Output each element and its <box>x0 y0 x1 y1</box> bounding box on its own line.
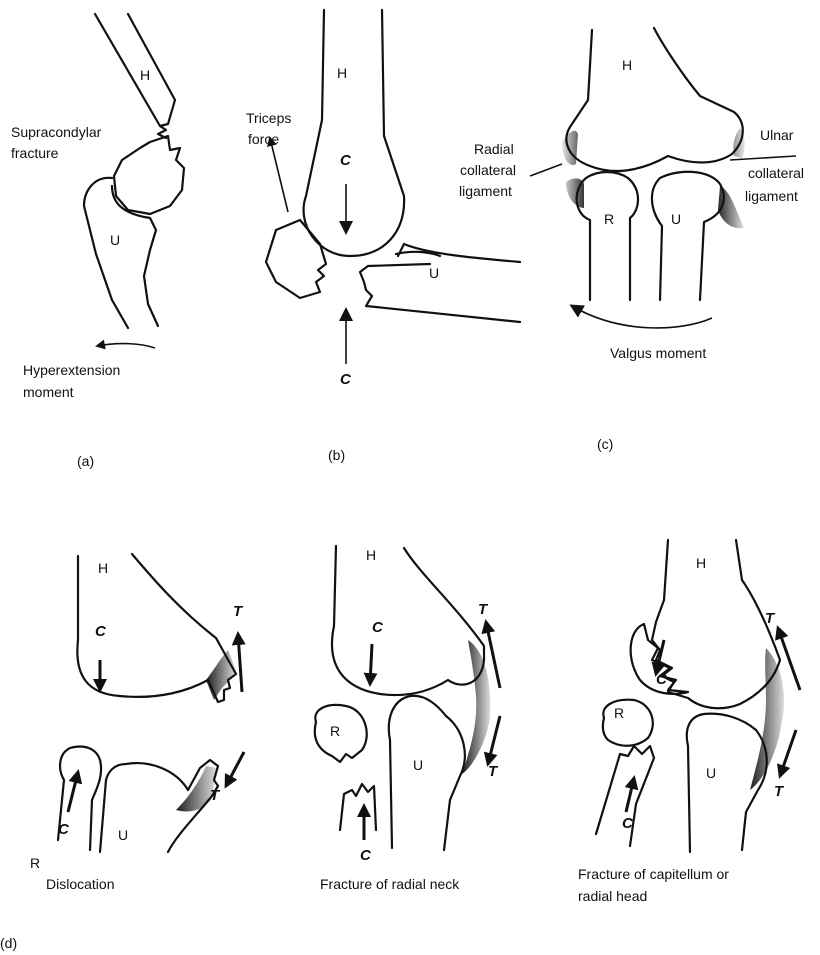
forearm-b <box>360 244 520 322</box>
panel-c-tag: (c) <box>597 436 613 452</box>
c-label-lower-d1: C <box>58 821 70 838</box>
radial-head-d2 <box>315 705 367 762</box>
radial-ligament-label-2: collateral <box>460 162 516 178</box>
olecranon-fragment-b <box>266 220 326 298</box>
radial-neck-caption: Fracture of radial neck <box>320 876 460 892</box>
capitellum-caption-2: radial head <box>578 888 647 904</box>
humerus-label-c: H <box>622 57 632 73</box>
c-arrow-lower-d3 <box>626 778 634 812</box>
dislocation-caption: Dislocation <box>46 876 114 892</box>
radial-collateral-ligament <box>562 131 584 208</box>
radius-label-c: R <box>604 211 614 227</box>
hyperextension-label-1: Hyperextension <box>23 362 120 378</box>
c-label-upper-d3: C <box>656 671 668 688</box>
humerus-label-d1: H <box>98 560 108 576</box>
valgus-moment-arrow <box>572 306 712 328</box>
radius-c <box>577 172 638 300</box>
t-arrow-lower-d1 <box>226 752 244 786</box>
panel-d-capitellum: H T C R U T C Fracture of capitellum or … <box>578 540 800 904</box>
ulna-label-c: U <box>671 211 681 227</box>
t-arrow-lower-d2 <box>488 716 500 764</box>
humerus-label-d2: H <box>366 547 376 563</box>
panel-b-tag: (b) <box>328 447 345 463</box>
supracondylar-label-2: fracture <box>11 145 59 161</box>
t-label-upper-d3: T <box>765 610 776 627</box>
panel-d-tag: (d) <box>0 935 17 951</box>
ulna-label-d3: U <box>706 765 716 781</box>
ulnar-collateral-ligament <box>718 128 745 228</box>
ulna-label-d1: U <box>118 827 128 843</box>
radius-label-d2: R <box>330 723 340 739</box>
humerus-d2 <box>332 546 484 695</box>
c-label-upper-d1: C <box>95 623 107 640</box>
panel-c: H R U Radial collateral ligament Ulnar c… <box>459 28 804 452</box>
panel-a: H U Supracondylar fracture Hyperextensio… <box>11 14 184 469</box>
t-label-lower-d1: T <box>210 787 221 804</box>
radial-ligament-label-1: Radial <box>474 141 514 157</box>
panel-d-radial-neck: H C T T R U C Fracture of radial neck <box>315 546 500 892</box>
humerus-b <box>304 10 405 256</box>
triceps-force-arrow <box>270 138 288 212</box>
radial-ligament-label-3: ligament <box>459 183 512 199</box>
t-arrow-upper-d1 <box>238 634 242 692</box>
ulna-label-a: U <box>110 232 120 248</box>
c-label-lower-d3: C <box>622 815 634 832</box>
t-label-lower-d2: T <box>488 763 499 780</box>
radius-label-d3: R <box>614 705 624 721</box>
c-arrow-lower-d1 <box>68 772 78 812</box>
humerus-label-d3: H <box>696 555 706 571</box>
panel-a-tag: (a) <box>77 453 94 469</box>
ulnar-ligament-label-2: collateral <box>748 165 804 181</box>
t-arrow-lower-d3 <box>780 730 796 776</box>
hyperextension-arrow <box>97 344 155 348</box>
t-arrow-upper-d2 <box>486 622 500 688</box>
ulna-label-d2: U <box>413 757 423 773</box>
radius-label-d1: R <box>30 855 40 871</box>
radial-head-d3 <box>603 700 653 746</box>
t-label-upper-d1: T <box>233 603 244 620</box>
radial-shaft-d2 <box>340 784 376 830</box>
t-label-lower-d3: T <box>774 783 785 800</box>
ulna-label-b: U <box>429 265 439 281</box>
humerus-label-b: H <box>337 65 347 81</box>
capitellum-caption-1: Fracture of capitellum or <box>578 866 729 882</box>
c-arrow-upper-d2 <box>370 644 372 684</box>
c-label-upper-d2: C <box>372 619 384 636</box>
humerus-label-a: H <box>140 67 150 83</box>
t-label-upper-d2: T <box>478 601 489 618</box>
ligament-d2 <box>462 640 490 774</box>
compression-label-top-b: C <box>340 152 352 169</box>
ulnar-ligament-label-3: ligament <box>745 188 798 204</box>
supracondylar-label-1: Supracondylar <box>11 124 102 140</box>
radial-ligament-leader <box>530 164 562 176</box>
distal-fragment-a <box>114 136 184 214</box>
ulna-c <box>652 172 724 300</box>
humerus-d3 <box>652 540 780 708</box>
panel-d-dislocation: H C T T C U R Dislocation <box>30 554 244 892</box>
hyperextension-label-2: moment <box>23 384 74 400</box>
ligament-d1-upper <box>206 650 236 700</box>
triceps-label-2: force <box>248 131 279 147</box>
humerus-c <box>566 28 742 171</box>
c-label-lower-d2: C <box>360 847 372 864</box>
panel-b: H U Triceps force C C (b) <box>246 10 520 463</box>
valgus-moment-label: Valgus moment <box>610 345 706 361</box>
ulna-d2 <box>389 696 465 850</box>
ulnar-ligament-label-1: Ulnar <box>760 127 794 143</box>
humerus-shaft-a <box>95 14 175 126</box>
triceps-label-1: Triceps <box>246 110 291 126</box>
compression-label-bottom-b: C <box>340 371 352 388</box>
